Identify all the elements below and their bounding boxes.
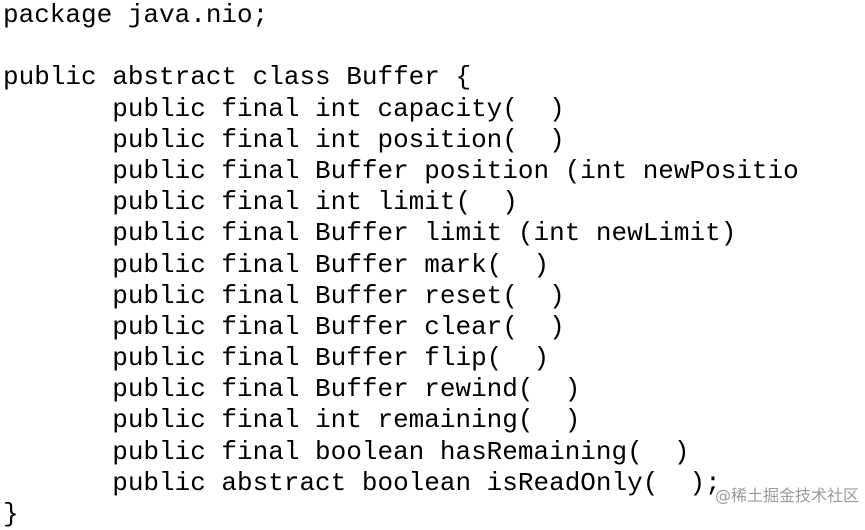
code-line-position-getter: public final int position( ) [3, 124, 565, 155]
code-line-clear: public final Buffer clear( ) [3, 311, 565, 342]
watermark: @稀土掘金技术社区 [714, 486, 859, 505]
code-line-reset: public final Buffer reset( ) [3, 280, 565, 311]
code-line-remaining: public final int remaining( ) [3, 405, 581, 436]
code-line-has-remaining: public final boolean hasRemaining( ) [3, 436, 690, 467]
code-line-capacity: public final int capacity( ) [3, 93, 565, 124]
code-line-mark: public final Buffer mark( ) [3, 249, 550, 280]
code-line-rewind: public final Buffer rewind( ) [3, 374, 581, 405]
code-line-position-setter: public final Buffer position (int newPos… [3, 155, 799, 186]
code-line-is-read-only: public abstract boolean isReadOnly( ); [3, 467, 721, 498]
code-line-closing-brace: } [3, 499, 19, 529]
code-line-limit-setter: public final Buffer limit (int newLimit) [3, 218, 737, 249]
code-line-class-declaration: public abstract class Buffer { [3, 62, 472, 93]
code-line-blank [3, 31, 799, 62]
code-line-package: package java.nio; [3, 0, 269, 30]
code-line-flip: public final Buffer flip( ) [3, 343, 550, 374]
code-line-limit-getter: public final int limit( ) [3, 187, 518, 218]
code-block: package java.nio; public abstract class B… [3, 0, 799, 530]
